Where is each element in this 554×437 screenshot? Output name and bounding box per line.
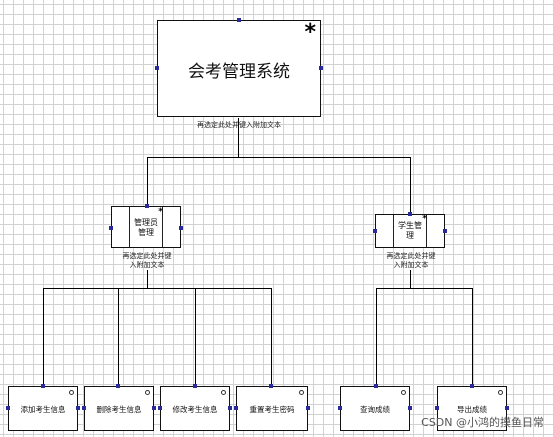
module-student-handle-left[interactable]	[373, 229, 377, 233]
module-student-label: 学生管 理	[398, 221, 422, 240]
leaf-label: 删除考生信息	[96, 405, 142, 414]
module-admin-inner-panel	[129, 207, 163, 247]
leaf-label: 重置考生密码	[249, 405, 295, 414]
root-caption[interactable]: 再选定此处并键入附加文本	[197, 121, 281, 129]
leaf-node-delete-student[interactable]: 删除考生信息	[84, 386, 154, 431]
leaf-circle-icon	[69, 390, 74, 395]
module-admin-label: 管理员 管理	[134, 218, 158, 237]
leaf-node-edit-student[interactable]: 修改考生信息	[160, 386, 230, 431]
leaf-handle-left[interactable]	[435, 406, 439, 410]
module-admin-handle-left[interactable]	[109, 226, 113, 230]
module-admin-caption[interactable]: 再选定此处并键 入附加文本	[122, 252, 172, 269]
module-student-inner-panel	[393, 215, 427, 247]
leaf-circle-icon	[498, 390, 503, 395]
connector-level2-bus-left	[43, 288, 271, 289]
leaf-circle-icon	[299, 390, 304, 395]
connector-level2-bus-right	[376, 288, 472, 289]
leaf-handle-right[interactable]	[152, 406, 156, 410]
module-admin-star-icon: *	[158, 207, 163, 217]
module-student-star-icon: *	[422, 214, 427, 224]
module-student-node[interactable]: 学生管 理 *	[375, 214, 445, 248]
leaf-handle-right[interactable]	[228, 406, 232, 410]
watermark: CSDN @小鸿的摸鱼日常	[421, 416, 544, 429]
leaf-label: 查询成绩	[360, 405, 390, 414]
leaf-handle-right[interactable]	[76, 406, 80, 410]
leaf-handle-top[interactable]	[374, 384, 378, 388]
connector-leaf-3	[195, 288, 196, 386]
connector-leaf-1	[43, 288, 44, 386]
connector-leaf-5	[376, 288, 377, 386]
connector-leaf-2	[118, 288, 119, 386]
module-admin-handle-right[interactable]	[179, 226, 183, 230]
connector-leaf-4	[271, 288, 272, 386]
module-student-caption[interactable]: 再选定此处并键 入附加文本	[386, 252, 436, 269]
connector-root-down	[238, 118, 239, 157]
leaf-handle-left[interactable]	[234, 406, 238, 410]
leaf-handle-top[interactable]	[41, 384, 45, 388]
root-handle-left[interactable]	[155, 66, 159, 70]
module-admin-handle-top[interactable]	[145, 204, 149, 208]
connector-module-left-up	[147, 157, 148, 206]
module-student-handle-top[interactable]	[408, 212, 412, 216]
leaf-node-reset-password[interactable]: 重置考生密码	[236, 386, 308, 431]
leaf-handle-top[interactable]	[116, 384, 120, 388]
leaf-circle-icon	[145, 390, 150, 395]
leaf-handle-right[interactable]	[505, 406, 509, 410]
leaf-handle-top[interactable]	[470, 384, 474, 388]
root-node[interactable]: 会考管理系统 *	[157, 20, 321, 117]
leaf-label: 添加考生信息	[20, 405, 66, 414]
module-admin-node[interactable]: 管理员 管理 *	[111, 206, 181, 248]
leaf-handle-left[interactable]	[338, 406, 342, 410]
leaf-label: 修改考生信息	[172, 405, 218, 414]
connector-module-left-down	[147, 270, 148, 288]
leaf-label: 导出成绩	[457, 405, 487, 414]
leaf-handle-right[interactable]	[408, 406, 412, 410]
connector-module-right-down	[410, 270, 411, 288]
leaf-node-add-student[interactable]: 添加考生信息	[8, 386, 78, 431]
leaf-circle-icon	[221, 390, 226, 395]
leaf-handle-left[interactable]	[82, 406, 86, 410]
connector-leaf-6	[472, 288, 473, 386]
leaf-handle-left[interactable]	[6, 406, 10, 410]
connector-module-right-up	[410, 157, 411, 214]
leaf-handle-right[interactable]	[306, 406, 310, 410]
module-student-handle-right[interactable]	[443, 229, 447, 233]
root-handle-top[interactable]	[237, 18, 241, 22]
leaf-handle-top[interactable]	[193, 384, 197, 388]
leaf-node-query-score[interactable]: 查询成绩	[340, 386, 410, 431]
leaf-circle-icon	[401, 390, 406, 395]
connector-level1-bus	[147, 157, 410, 158]
root-node-star-icon: *	[304, 20, 316, 45]
root-node-label: 会考管理系统	[188, 62, 290, 82]
leaf-handle-left[interactable]	[158, 406, 162, 410]
leaf-handle-top[interactable]	[269, 384, 273, 388]
root-handle-right[interactable]	[319, 66, 323, 70]
